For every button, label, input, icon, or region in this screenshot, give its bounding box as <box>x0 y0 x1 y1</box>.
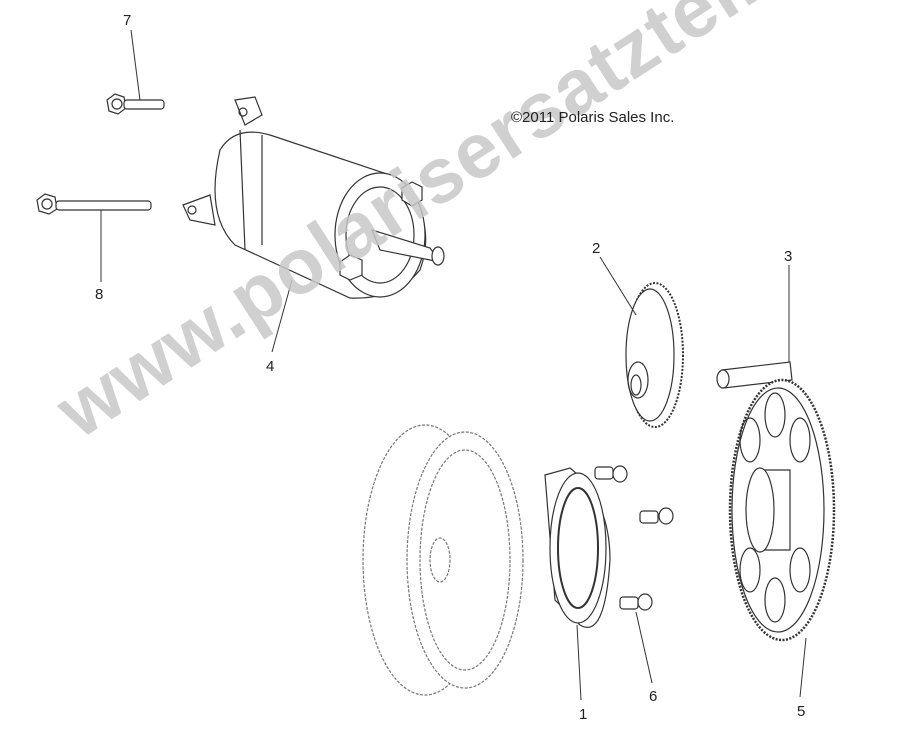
starter-motor <box>182 96 445 299</box>
idler-gear <box>625 282 684 428</box>
leader-lines <box>100 29 807 701</box>
callout-7: 7 <box>123 12 132 29</box>
flange-bolt-long <box>36 193 152 215</box>
callout-1: 1 <box>579 706 588 723</box>
starter-clutch <box>544 467 611 628</box>
cap-screws <box>594 465 674 611</box>
callout-4: 4 <box>266 358 275 375</box>
callout-5: 5 <box>797 703 806 720</box>
callout-8: 8 <box>95 286 104 303</box>
callout-6: 6 <box>649 688 658 705</box>
flywheel <box>362 424 524 696</box>
starter-driven-gear <box>728 378 836 642</box>
callout-2: 2 <box>592 240 601 257</box>
copyright-notice: ©2011 Polaris Sales Inc. <box>511 109 675 126</box>
callout-3: 3 <box>784 248 793 265</box>
flange-bolt-short <box>106 93 165 115</box>
